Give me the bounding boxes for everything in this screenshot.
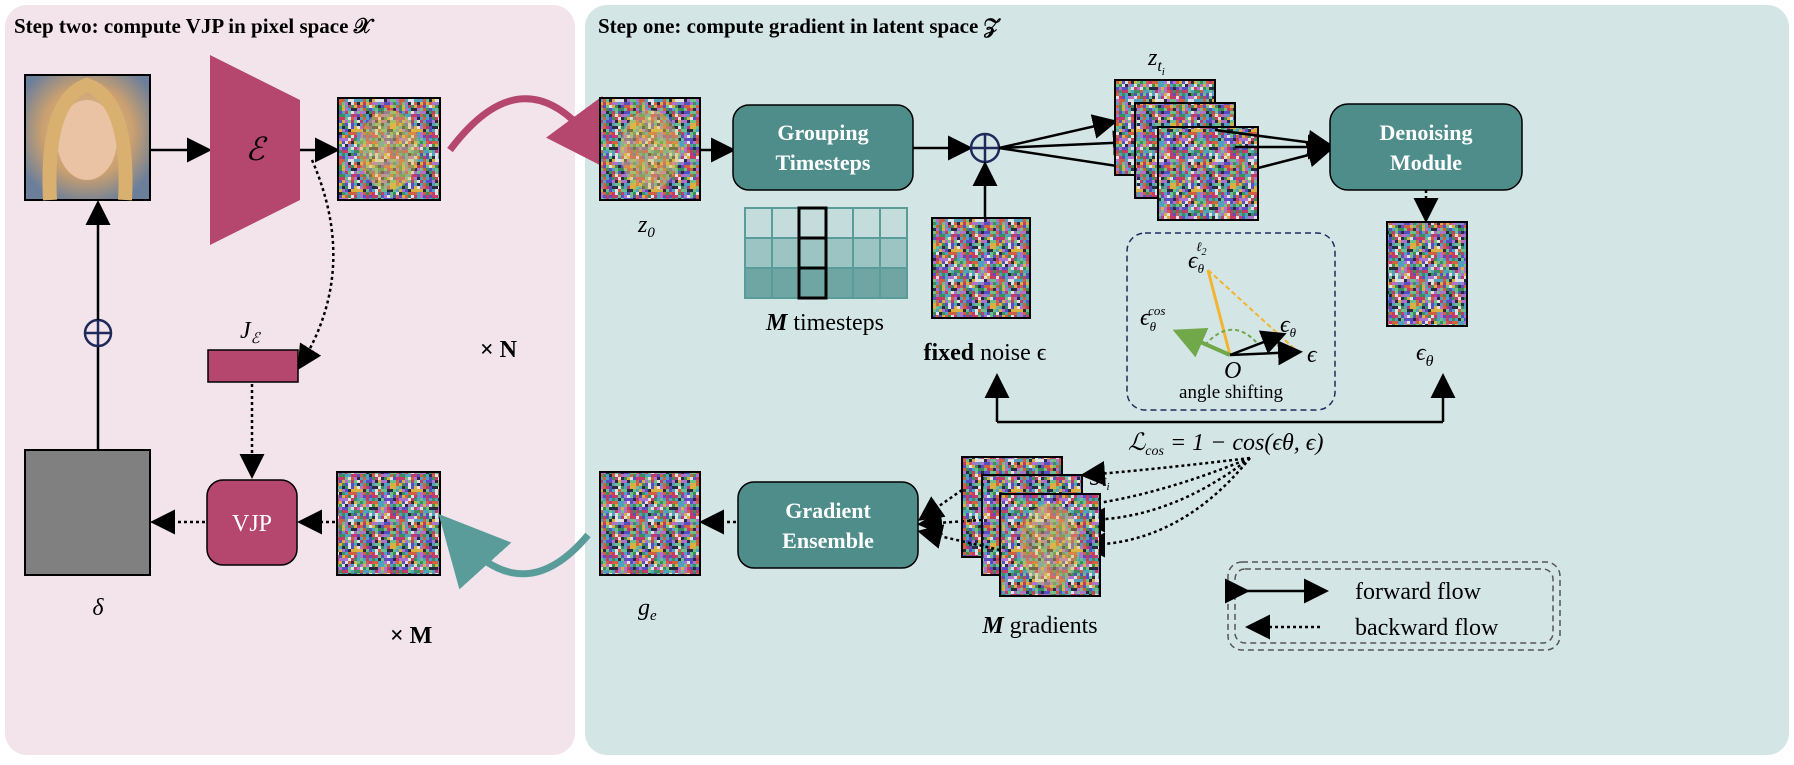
timestep-cell [771, 267, 800, 299]
gti-label: gti [1090, 460, 1110, 493]
grouping-label-line1: Grouping [777, 120, 868, 145]
jacobian-block [207, 349, 299, 383]
timestep-cell [852, 207, 881, 239]
legend: forward flow backward flow [1225, 561, 1561, 651]
ge-label: ge [638, 595, 657, 624]
legend-forward-label: forward flow [1355, 579, 1482, 605]
jacobian-backward-arrow [297, 159, 335, 371]
gradients-stack [961, 456, 1101, 597]
noisy-latents-stack [1114, 79, 1259, 221]
timestep-cell [879, 237, 908, 269]
zti-label: zti [1147, 45, 1165, 78]
selected-timestep-column [797, 206, 828, 300]
grouping-timesteps-block [732, 104, 914, 191]
perturbation-image [24, 449, 151, 576]
input-face-image [24, 74, 151, 201]
timestep-cell [798, 267, 827, 299]
delta-label: δ [92, 595, 104, 621]
denoising-label-line2: Module [1390, 150, 1462, 175]
predicted-noise-image [1386, 221, 1468, 327]
vjp-label: VJP [232, 511, 272, 537]
denoising-label-line1: Denoising [1380, 120, 1473, 145]
repeat-n-label: × N [480, 337, 518, 363]
fixed-noise-image [931, 217, 1031, 319]
timestep-cell [825, 267, 854, 299]
grouping-label-line2: Timesteps [776, 150, 871, 175]
eps-l2-label: ϵθℓ2 [1188, 239, 1206, 276]
origin-label: O [1224, 358, 1241, 384]
timestep-cell [825, 207, 854, 239]
timestep-cell [798, 237, 827, 269]
eps-inset-label: ϵ [1307, 342, 1318, 368]
legend-backward-label: backward flow [1355, 615, 1499, 641]
timestep-cell [852, 237, 881, 269]
denoising-module-block [1329, 103, 1523, 191]
fixed-noise-label: fixed noise ϵ [923, 340, 1046, 366]
timestep-cell [744, 237, 773, 269]
jacobian-label: Jℰ [240, 318, 262, 347]
step-one-title: Step one: compute gradient in latent spa… [598, 14, 1002, 39]
timestep-cell [825, 237, 854, 269]
timesteps-grid [744, 206, 908, 300]
repeat-m-label: × M [390, 623, 432, 649]
timestep-cell [798, 207, 827, 239]
timestep-cell [771, 207, 800, 239]
encoded-adversarial-image [337, 97, 441, 201]
m-timesteps-label: M timesteps [765, 310, 884, 336]
timestep-cell [879, 267, 908, 299]
eps-theta-inset-label: ϵθ [1280, 312, 1297, 340]
timestep-cell [879, 207, 908, 239]
z0-label: z0 [637, 212, 655, 241]
eps-theta-label: ϵθ [1416, 340, 1434, 370]
backward-gradient-lines [1080, 456, 1251, 558]
latent-z0-image [599, 97, 701, 201]
add-icon-left [83, 318, 113, 348]
eps-cos-label: ϵθcos [1140, 303, 1165, 334]
add-icon-right [969, 132, 1001, 164]
encoder-block [210, 55, 300, 245]
timestep-cell [771, 237, 800, 269]
ensembled-gradient-image [599, 471, 701, 576]
gradient-ensemble-image-left [336, 471, 441, 576]
gradient-ensemble-block [737, 481, 919, 569]
angle-shifting-caption: angle shifting [1179, 382, 1283, 403]
timestep-cell [744, 267, 773, 299]
m-gradients-label: M gradients [981, 613, 1097, 639]
angle-shifting-inset: ϵθℓ2 ϵθcos ϵθ ϵ O angle shifting [1126, 232, 1336, 411]
encoder-label: ℰ [245, 131, 268, 167]
ensemble-label-line2: Ensemble [782, 528, 874, 553]
forward-cycle-arrow [447, 95, 616, 174]
backward-cycle-arrow [438, 513, 591, 590]
timestep-cell [852, 267, 881, 299]
cosine-loss-label: ℒcos = 1 − cos(ϵθ, ϵ) [1128, 430, 1323, 459]
ensemble-label-line1: Gradient [785, 498, 871, 523]
step-two-title: Step two: compute VJP in pixel space 𝒳 [14, 14, 375, 38]
timestep-cell [744, 207, 773, 239]
